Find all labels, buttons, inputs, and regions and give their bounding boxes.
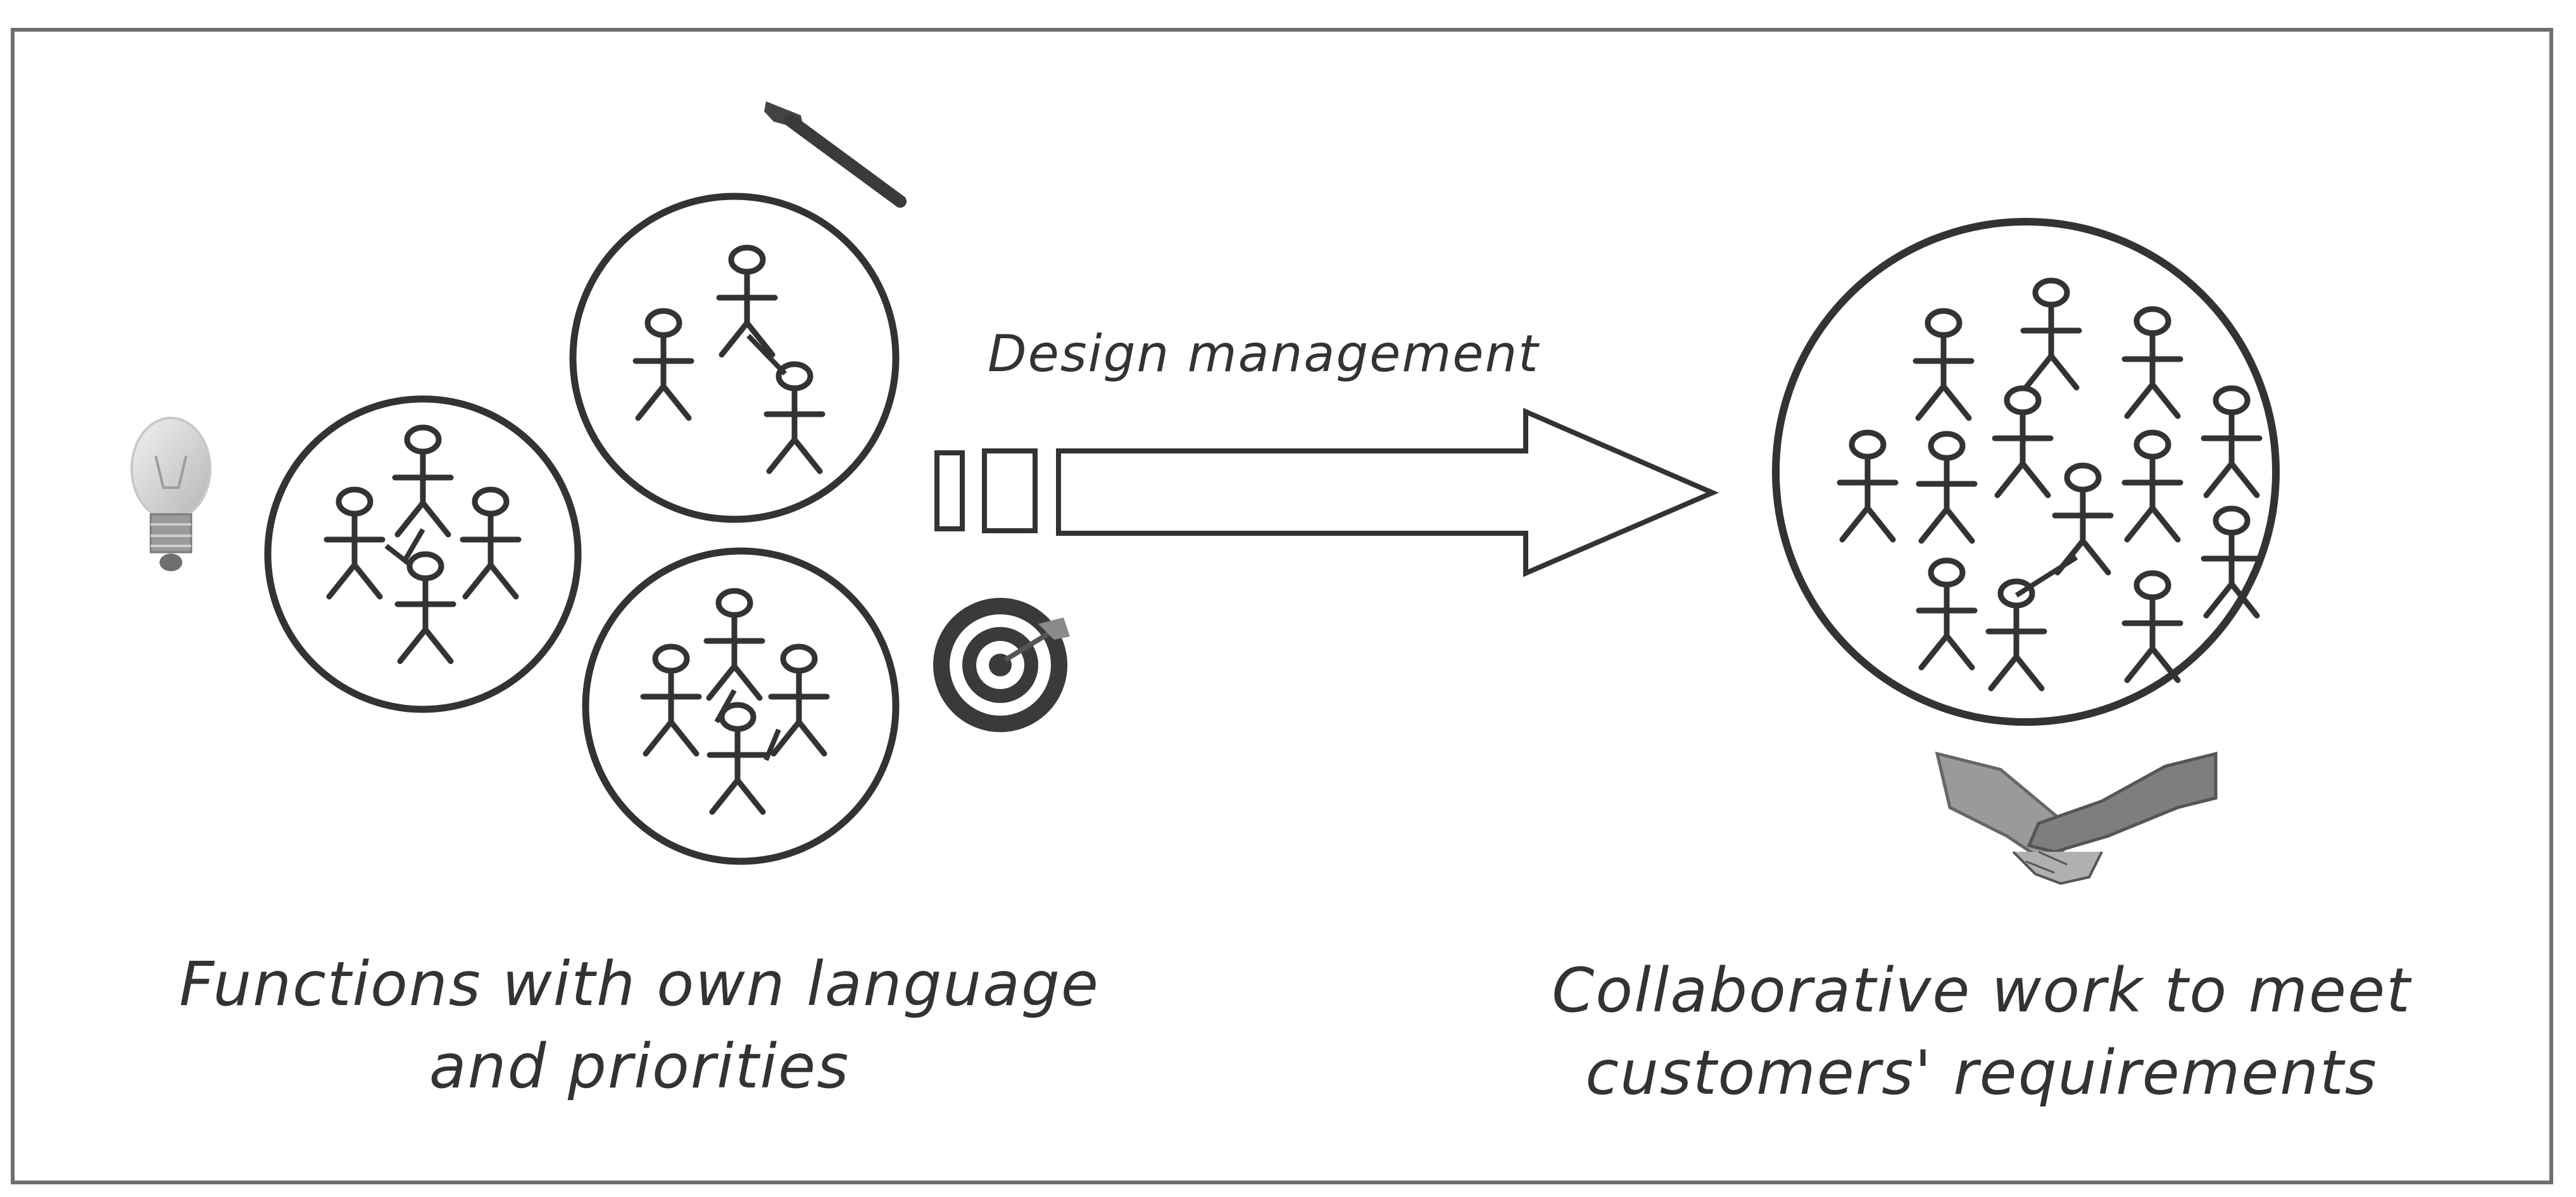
diagram-border	[11, 28, 2553, 1184]
right-caption-text: Collaborative work to meet customers' re…	[1552, 955, 2411, 1108]
collaborative-group	[1772, 218, 2280, 726]
function-group-left	[264, 395, 582, 713]
design-management-arrow	[934, 407, 1719, 578]
left-caption-text: Functions with own language and prioriti…	[179, 949, 1100, 1102]
arrow-label: Design management	[988, 324, 1540, 383]
left-caption: Functions with own language and prioriti…	[101, 944, 1178, 1108]
handshake-icon	[1935, 751, 2218, 885]
function-group-bottom	[582, 547, 900, 865]
function-group-top	[569, 193, 900, 523]
lightbulb-icon	[130, 417, 211, 571]
target-icon	[933, 598, 1070, 732]
hammer-icon	[764, 101, 907, 208]
right-caption: Collaborative work to meet customers' re…	[1443, 950, 2520, 1114]
